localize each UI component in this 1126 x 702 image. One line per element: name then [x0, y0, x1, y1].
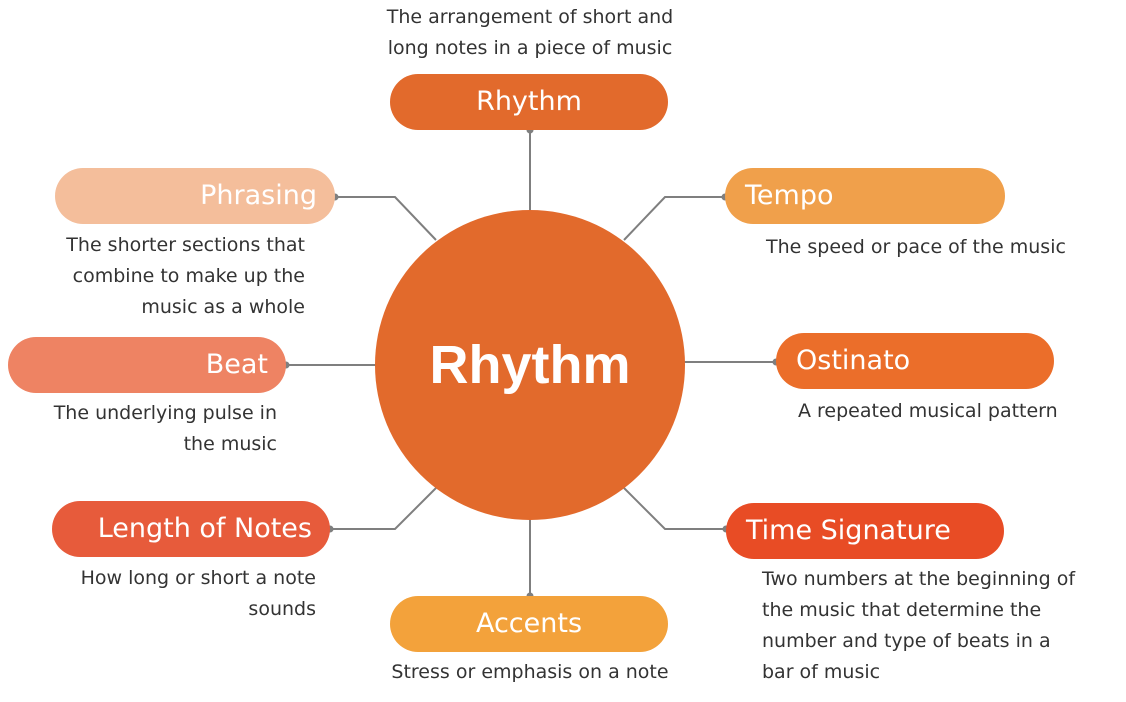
- node-accents: Accents: [390, 596, 668, 652]
- link-length: [330, 487, 437, 530]
- node-time-signature: Time Signature: [726, 503, 1004, 559]
- length-of-notes-description: How long or short a note sounds: [80, 567, 316, 620]
- link-tempo: [623, 196, 725, 241]
- time-signature-description: Two numbers at the beginning of the musi…: [762, 568, 1076, 683]
- phrasing-description: The shorter sections that combine to mak…: [66, 234, 305, 318]
- node-tempo: Tempo: [725, 168, 1005, 224]
- node-beat: Beat: [8, 337, 286, 393]
- node-length-of-notes: Length of Notes: [52, 501, 330, 557]
- node-ostinato: Ostinato: [776, 333, 1054, 389]
- central-node: Rhythm: [375, 210, 685, 520]
- accents-description: Stress or emphasis on a note: [391, 661, 669, 683]
- tempo-description: The speed or pace of the music: [766, 236, 1066, 258]
- node-phrasing: Phrasing: [55, 168, 335, 224]
- top-description: The arrangement of short and long notes …: [386, 6, 674, 59]
- node-rhythm: Rhythm: [390, 74, 668, 130]
- ostinato-description: A repeated musical pattern: [798, 400, 1058, 422]
- beat-description: The underlying pulse in the music: [53, 402, 277, 455]
- link-timesig: [623, 487, 726, 530]
- link-phrasing: [335, 196, 437, 241]
